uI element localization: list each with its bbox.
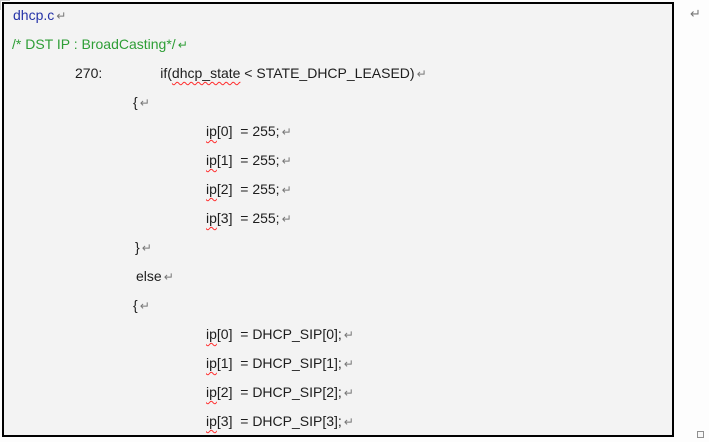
code-line: dhcp.c↵: [4, 4, 672, 30]
misspelled-word: ip: [206, 355, 217, 371]
code-lines: dhcp.c↵/* DST IP : BroadCasting*/↵270:if…: [4, 4, 672, 435]
misspelled-word: ip: [206, 181, 217, 197]
page-boundary-tick-horizontal: [0, 0, 10, 1]
tab-spacer: [102, 77, 160, 78]
line-break-mark: ↵: [281, 183, 292, 197]
misspelled-word: ip: [206, 413, 217, 429]
line-break-mark: ↵: [281, 154, 292, 168]
table-sizing-handle[interactable]: [697, 431, 704, 438]
code-line: ip[0] = 255;↵: [4, 117, 672, 146]
line-break-mark: ↵: [56, 9, 67, 23]
comment-text: /* DST IP : BroadCasting*/: [12, 36, 176, 52]
code-text: [2] = 255;: [216, 181, 280, 197]
code-text: 270:: [75, 65, 103, 81]
line-break-mark: ↵: [416, 67, 427, 81]
code-text: [2] = DHCP_SIP[2];: [216, 384, 342, 400]
code-line: else↵: [4, 262, 672, 291]
code-line: ip[0] = DHCP_SIP[0];↵: [4, 320, 672, 349]
code-line: {↵: [4, 88, 672, 117]
page-boundary-tick-vertical: [0, 0, 1, 10]
misspelled-word: ip: [206, 123, 217, 139]
line-break-mark: ↵: [281, 125, 292, 139]
code-text: [1] = DHCP_SIP[1];: [216, 355, 342, 371]
misspelled-word: dhcp_state: [171, 65, 241, 81]
misspelled-word: ip: [206, 384, 217, 400]
line-break-mark: ↵: [139, 299, 150, 313]
code-line: /* DST IP : BroadCasting*/↵: [4, 30, 672, 59]
line-break-mark: ↵: [177, 38, 188, 52]
code-text: {: [133, 94, 138, 110]
line-break-mark: ↵: [141, 241, 152, 255]
code-text: else: [136, 268, 162, 284]
code-text: if(: [160, 65, 172, 81]
code-text: [3] = DHCP_SIP[3];: [216, 413, 342, 429]
filename-text: dhcp.c: [13, 7, 55, 23]
code-text: {: [133, 297, 138, 313]
code-text: [0] = DHCP_SIP[0];: [216, 326, 342, 342]
line-break-mark-outside-table: ↵: [690, 6, 701, 21]
code-table: dhcp.c↵/* DST IP : BroadCasting*/↵270:if…: [2, 2, 674, 437]
code-line: ip[1] = DHCP_SIP[1];↵: [4, 349, 672, 378]
code-line: }↵: [4, 233, 672, 262]
code-text: [1] = 255;: [216, 152, 280, 168]
code-text: [0] = 255;: [216, 123, 280, 139]
line-break-mark: ↵: [163, 270, 174, 284]
line-break-mark: ↵: [343, 357, 354, 371]
code-line: ip[1] = 255;↵: [4, 146, 672, 175]
code-line: ip[2] = DHCP_SIP[2];↵: [4, 378, 672, 407]
code-line: ip[2] = 255;↵: [4, 175, 672, 204]
line-break-mark: ↵: [343, 328, 354, 342]
misspelled-word: ip: [206, 152, 217, 168]
misspelled-word: ip: [206, 210, 217, 226]
line-break-mark: ↵: [139, 96, 150, 110]
code-text: }: [135, 239, 140, 255]
line-break-mark: ↵: [281, 212, 292, 226]
code-text: [3] = 255;: [216, 210, 280, 226]
code-line: ip[3] = DHCP_SIP[3];↵: [4, 407, 672, 435]
misspelled-word: ip: [206, 326, 217, 342]
line-break-mark: ↵: [343, 386, 354, 400]
code-text: < STATE_DHCP_LEASED): [240, 65, 415, 81]
code-line: ip[3] = 255;↵: [4, 204, 672, 233]
code-line: 270: if(dhcp_state < STATE_DHCP_LEASED)↵: [4, 59, 672, 88]
code-line: {↵: [4, 291, 672, 320]
line-break-mark: ↵: [343, 415, 354, 429]
